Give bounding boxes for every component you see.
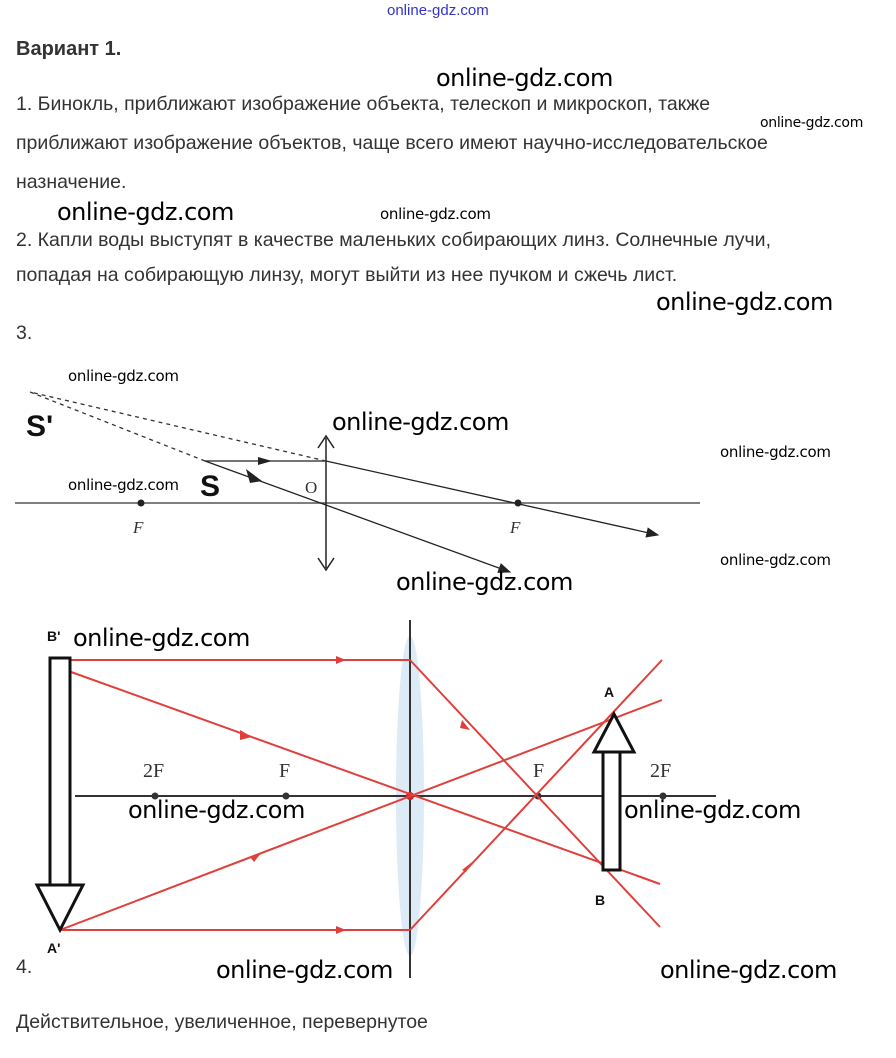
answer-1-line-3: назначение. bbox=[16, 171, 127, 193]
label-s: S bbox=[200, 470, 221, 503]
watermark: online-gdz.com bbox=[68, 476, 179, 494]
watermark: online-gdz.com bbox=[720, 443, 831, 461]
label-f-right-2: F bbox=[533, 760, 545, 782]
label-b-prime: B' bbox=[47, 628, 61, 644]
watermark: online-gdz.com bbox=[720, 551, 831, 569]
answer-1-line-2: приближают изображение объектов, чаще вс… bbox=[16, 132, 768, 154]
top-link[interactable]: online-gdz.com bbox=[387, 2, 489, 19]
label-f-left: F bbox=[133, 518, 144, 537]
answer-4-text: Действительное, увеличенное, перевернуто… bbox=[16, 1011, 428, 1033]
answer-2-line-1: 2. Капли воды выступят в качестве малень… bbox=[16, 229, 771, 251]
label-f-left-2: F bbox=[279, 760, 291, 782]
watermark: online-gdz.com bbox=[332, 408, 509, 436]
watermark: online-gdz.com bbox=[396, 568, 573, 596]
rays-2 bbox=[59, 659, 663, 931]
object-arrow-head bbox=[591, 710, 637, 754]
label-b: B bbox=[595, 892, 606, 908]
watermark: online-gdz.com bbox=[68, 367, 179, 385]
ray-arrows-2 bbox=[240, 656, 472, 934]
extension-1 bbox=[29, 391, 327, 462]
watermark: online-gdz.com bbox=[656, 288, 833, 316]
watermark: online-gdz.com bbox=[660, 956, 837, 984]
label-a: A bbox=[604, 684, 615, 700]
ray-arrow bbox=[246, 469, 262, 483]
label-f-right: F bbox=[510, 518, 521, 537]
image-arrow-shaft bbox=[48, 656, 72, 887]
label-o: O bbox=[305, 478, 318, 497]
label-2f-right: 2F bbox=[650, 760, 672, 782]
answer-1-line-1: 1. Бинокль, приближают изображение объек… bbox=[16, 93, 711, 115]
watermark: online-gdz.com bbox=[73, 624, 250, 652]
watermark: online-gdz.com bbox=[57, 198, 234, 226]
watermark: online-gdz.com bbox=[128, 796, 305, 824]
ray-arrow bbox=[258, 457, 272, 465]
watermark: online-gdz.com bbox=[216, 956, 393, 984]
watermark: online-gdz.com bbox=[624, 796, 801, 824]
answer-4-label: 4. bbox=[16, 956, 33, 978]
label-a-prime: A' bbox=[47, 940, 61, 956]
watermark: online-gdz.com bbox=[436, 64, 613, 92]
object-arrow-shaft bbox=[601, 750, 622, 872]
answer-3-label: 3. bbox=[16, 322, 33, 344]
label-2f-left: 2F bbox=[143, 760, 165, 782]
watermark: online-gdz.com bbox=[760, 115, 864, 131]
answer-2-line-2: попадая на собирающую линзу, могут выйти… bbox=[16, 264, 678, 286]
focus-left bbox=[137, 499, 145, 507]
watermark: online-gdz.com bbox=[380, 205, 491, 223]
image-arrow-head bbox=[34, 883, 86, 934]
ray-refracted bbox=[325, 460, 660, 538]
label-s-prime: S' bbox=[26, 410, 54, 443]
extension-2 bbox=[29, 391, 206, 462]
page-title: Вариант 1. bbox=[16, 38, 122, 60]
lens-arrows bbox=[317, 434, 335, 572]
